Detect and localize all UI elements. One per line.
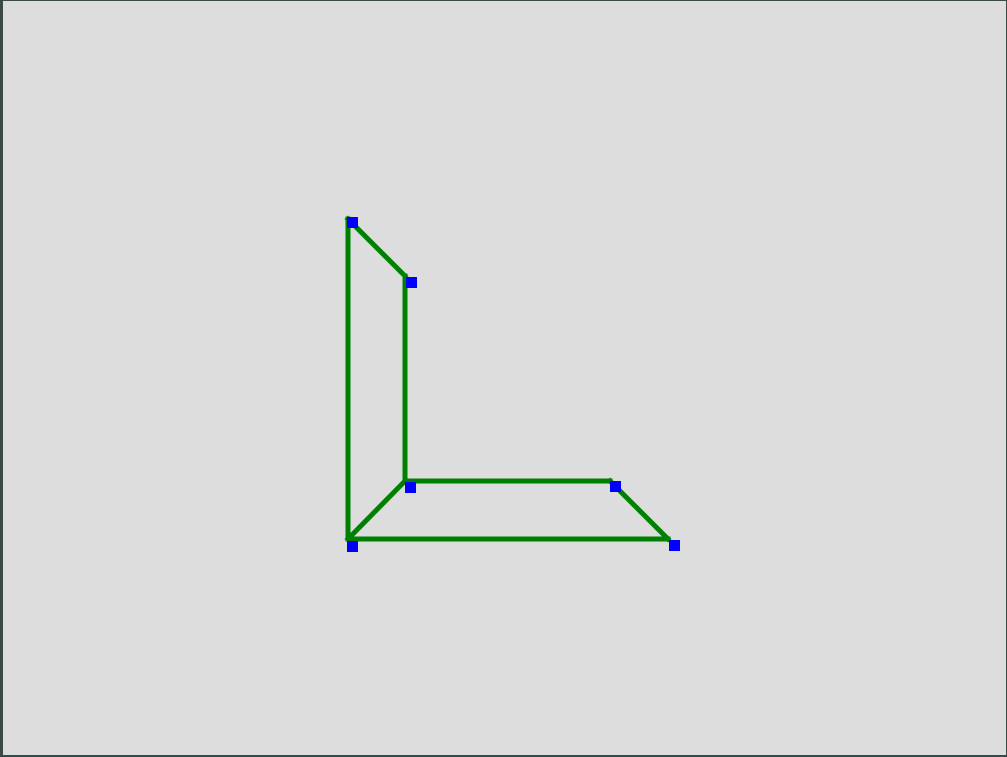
edge-backTop-frontTop <box>344 215 409 280</box>
vertex-handle-rightBack[interactable] <box>610 481 621 492</box>
vertex-handle-frontTop[interactable] <box>406 277 417 288</box>
vertex-handle-backTop[interactable] <box>347 217 358 228</box>
vertex-handle-backBottom[interactable] <box>347 541 358 552</box>
vertex-handle-frontBottom[interactable] <box>405 482 416 493</box>
edge-backBottom-frontBottom <box>344 477 409 543</box>
vertex-handle-rightFront[interactable] <box>669 540 680 551</box>
vertices-group <box>347 217 680 552</box>
wireframe-diagram <box>344 215 680 552</box>
